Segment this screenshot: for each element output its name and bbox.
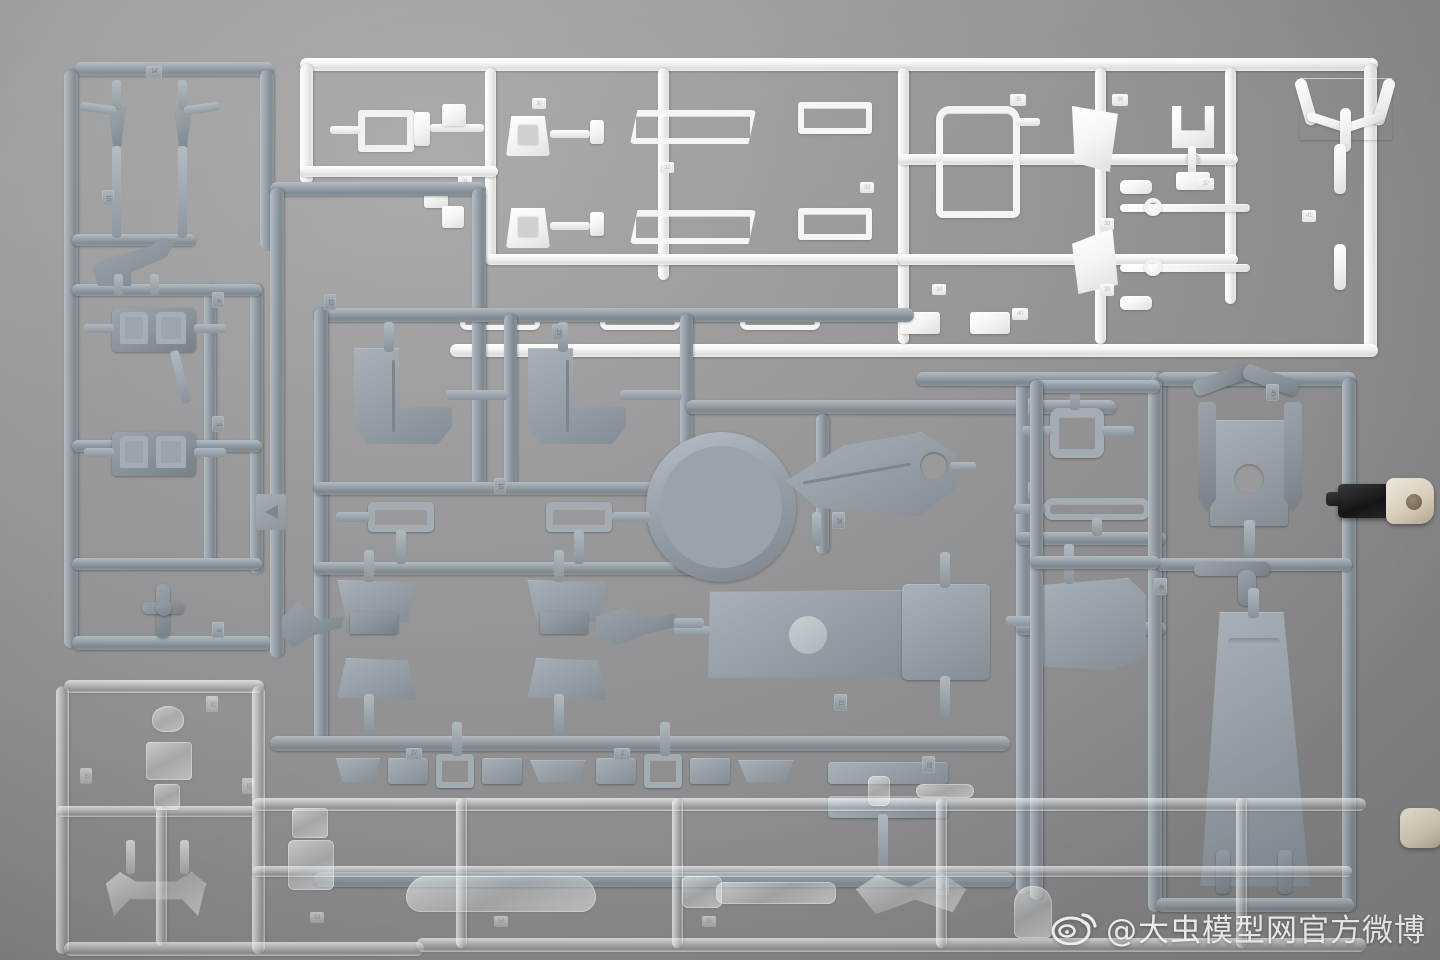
- clear-part-windscreen: [288, 840, 334, 890]
- clear-part-light-cover-a: [146, 742, 192, 780]
- part-tag: 9: [212, 622, 224, 638]
- gray-part-plate-L-a: [354, 348, 452, 444]
- gray-part-side-box: [902, 584, 990, 680]
- clear-part-lens-b: [682, 876, 722, 908]
- part-tag: 32: [660, 162, 674, 173]
- weibo-watermark: @大虫模型网官方微博: [1052, 905, 1426, 950]
- clear-part-canopy: [406, 876, 596, 912]
- part-tag: 23: [552, 324, 564, 340]
- gray-part-strut-a: [282, 602, 344, 648]
- gray-sprue-main: 19 18 23 26 25 20 21 22 24 27 2: [256, 182, 1256, 922]
- part-tag: 18: [494, 478, 506, 494]
- part-tag: 37: [1198, 178, 1214, 190]
- part-tag: 54: [494, 916, 508, 927]
- part-tag: 52: [242, 778, 254, 794]
- part-tag: 4: [212, 292, 224, 308]
- part-tag: 26: [832, 512, 845, 529]
- part-tag: 38: [1100, 218, 1114, 230]
- black-cylinder-part: [1338, 484, 1390, 518]
- gray-part-scoop-a2: [337, 658, 417, 700]
- clear-part-periscope: [716, 882, 836, 904]
- gray-part-cone-a: [107, 106, 127, 150]
- gray-part-body-hole: [789, 616, 827, 654]
- triangle-mold-mark-icon: [256, 494, 286, 530]
- clear-sprue-bottom: 51 52 53 54 55 52: [56, 680, 1366, 960]
- gray-sprue-bridge-2: [1030, 556, 1160, 569]
- part-tag: 53: [310, 912, 324, 923]
- part-tag: 46: [1154, 578, 1167, 595]
- part-tag: 51: [80, 768, 92, 784]
- gray-part-cone-b: [173, 106, 193, 150]
- part-tag: 39: [1100, 284, 1114, 296]
- gray-sprue-bridge: [1030, 380, 1160, 393]
- clear-part-dome: [1014, 886, 1052, 938]
- white-part-pointer-b: [1120, 264, 1250, 272]
- white-part-tray-a: [630, 110, 756, 144]
- black-cylinder-stub: [1326, 492, 1342, 506]
- gray-sprue-left: 14 16 4 3 9: [64, 62, 280, 652]
- clear-part-lens-a: [152, 706, 184, 732]
- part-tag: 36: [1112, 94, 1128, 106]
- part-tag: 41: [1302, 210, 1316, 222]
- part-tag: 2: [614, 748, 630, 760]
- gray-sprue-right: 45 46: [1148, 362, 1360, 918]
- white-part-vane-a: [1072, 106, 1118, 172]
- part-tag: 34: [932, 284, 946, 295]
- gray-part-ring: [646, 432, 796, 582]
- weibo-eye-icon: [1052, 911, 1098, 945]
- white-part-propeller: [1293, 77, 1397, 152]
- clear-part-sight: [856, 872, 966, 915]
- white-part-fork: [1172, 106, 1214, 148]
- part-tag: 30: [532, 98, 546, 109]
- gray-part-plate-L-b: [528, 348, 626, 444]
- part-tag: 35: [1010, 94, 1026, 106]
- part-tag: 45: [1266, 384, 1279, 401]
- gray-sprue-bridge-v: [1030, 380, 1043, 900]
- white-part-pointer-a: [1120, 204, 1250, 212]
- part-tag: 52: [206, 696, 218, 712]
- part-tag: 27: [406, 748, 422, 760]
- gray-part-clamp-hole: [1234, 464, 1264, 494]
- part-tag: 40: [1012, 308, 1028, 320]
- gray-part-panel-right: [1036, 578, 1146, 670]
- white-part-rect-frame-a: [358, 110, 414, 152]
- part-tag: 55: [702, 916, 716, 927]
- part-tag: 19: [324, 294, 336, 310]
- gray-part-scoop-b2: [527, 658, 607, 700]
- gray-part-wing-hole: [920, 452, 948, 480]
- ivory-nozzle-core: [1406, 494, 1422, 510]
- part-tag: 22: [922, 756, 935, 773]
- part-tag: 33: [860, 182, 874, 193]
- part-tag: 21: [834, 694, 847, 711]
- part-tag: 31: [458, 176, 472, 187]
- weibo-handle: @大虫模型网官方微博: [1106, 913, 1426, 949]
- part-tag: 16: [102, 190, 114, 206]
- ivory-chip-part: [1400, 808, 1440, 848]
- part-tag: 14: [146, 66, 162, 78]
- part-tag: 3: [212, 416, 224, 432]
- white-part-hatch-outline: [936, 106, 1020, 218]
- gray-part-strut-b: [596, 607, 676, 645]
